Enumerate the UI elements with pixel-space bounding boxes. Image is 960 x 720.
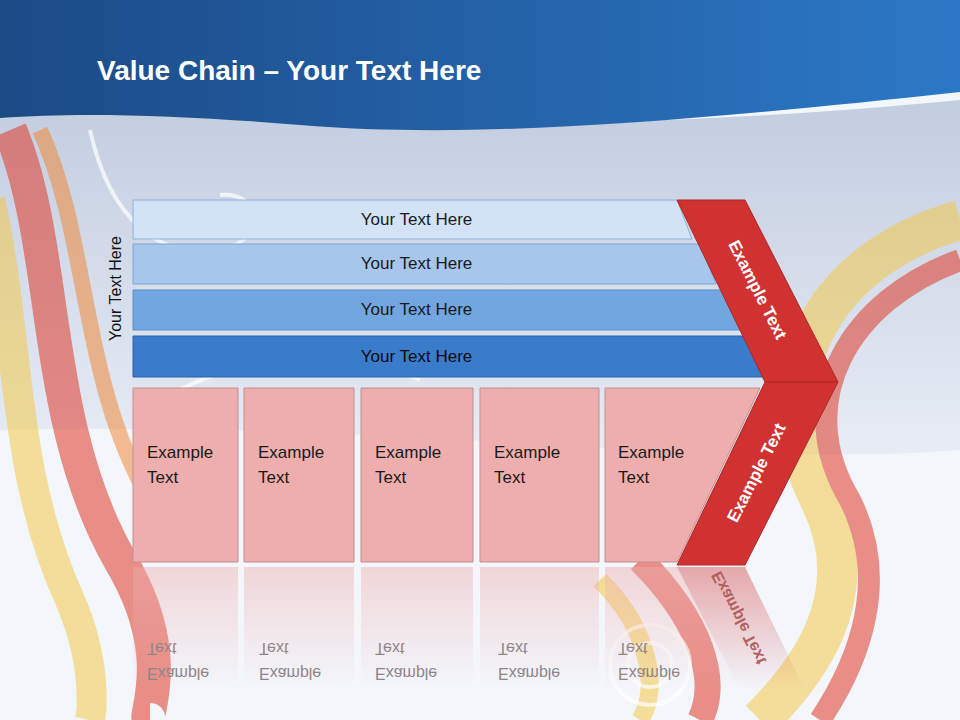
primary-activity-box: Example Text <box>244 388 354 562</box>
shape-fill <box>677 200 838 382</box>
shape-fill <box>480 388 599 562</box>
reflection-text: Example Text <box>147 636 227 686</box>
box-label: Example Text <box>618 440 688 490</box>
label-holder: Example Text <box>147 636 227 686</box>
label-holder: Your Text Here <box>48 276 182 301</box>
label-holder: Example Text <box>618 636 698 686</box>
shape-fill <box>133 244 716 284</box>
box-label: Example Text <box>258 440 348 490</box>
band-label: Your Text Here <box>133 336 700 377</box>
shape-fill <box>244 388 354 562</box>
label-holder: Example Text <box>259 636 339 686</box>
box-label: Example Text <box>375 440 467 490</box>
shape-fill <box>133 290 740 330</box>
reflection <box>133 567 805 690</box>
reflection-text: Example Text <box>375 636 455 686</box>
band-label: Your Text Here <box>133 244 700 284</box>
shape-fill <box>133 336 765 377</box>
reflection-text: Example Text <box>259 636 339 686</box>
shape-fill <box>361 388 473 562</box>
reflection-text: Example Text <box>498 636 578 686</box>
label-holder: Example Text <box>680 618 810 643</box>
margin-chevron: Example Text <box>677 382 838 565</box>
side-label: Your Text Here <box>103 222 128 356</box>
primary-activity-box: Example Text <box>361 388 473 562</box>
shape-fill <box>133 388 238 562</box>
box-label: Example Text <box>147 440 232 490</box>
band-label: Your Text Here <box>133 200 700 239</box>
slide-title: Value Chain – Your Text Here <box>97 55 481 87</box>
box-label: Example Text <box>494 440 593 490</box>
reflection-text: Example Text <box>618 636 698 686</box>
support-activity-band: Your Text Here <box>133 200 692 239</box>
primary-activity-box: Example Text <box>480 388 599 562</box>
label-holder: Example Text <box>498 636 578 686</box>
support-activity-band: Your Text Here <box>133 244 716 284</box>
shape-fill <box>677 382 838 565</box>
margin-chevron: Example Text <box>677 200 838 382</box>
title-holder: Value Chain – Your Text Here <box>97 55 481 87</box>
header-band <box>0 0 960 130</box>
band-label: Your Text Here <box>133 290 700 330</box>
primary-activity-box: Example Text <box>133 388 238 562</box>
colour-swirls <box>0 130 960 720</box>
label-holder: Example Text <box>375 636 455 686</box>
support-activity-band: Your Text Here <box>133 336 765 377</box>
support-activity-band: Your Text Here <box>133 290 740 330</box>
